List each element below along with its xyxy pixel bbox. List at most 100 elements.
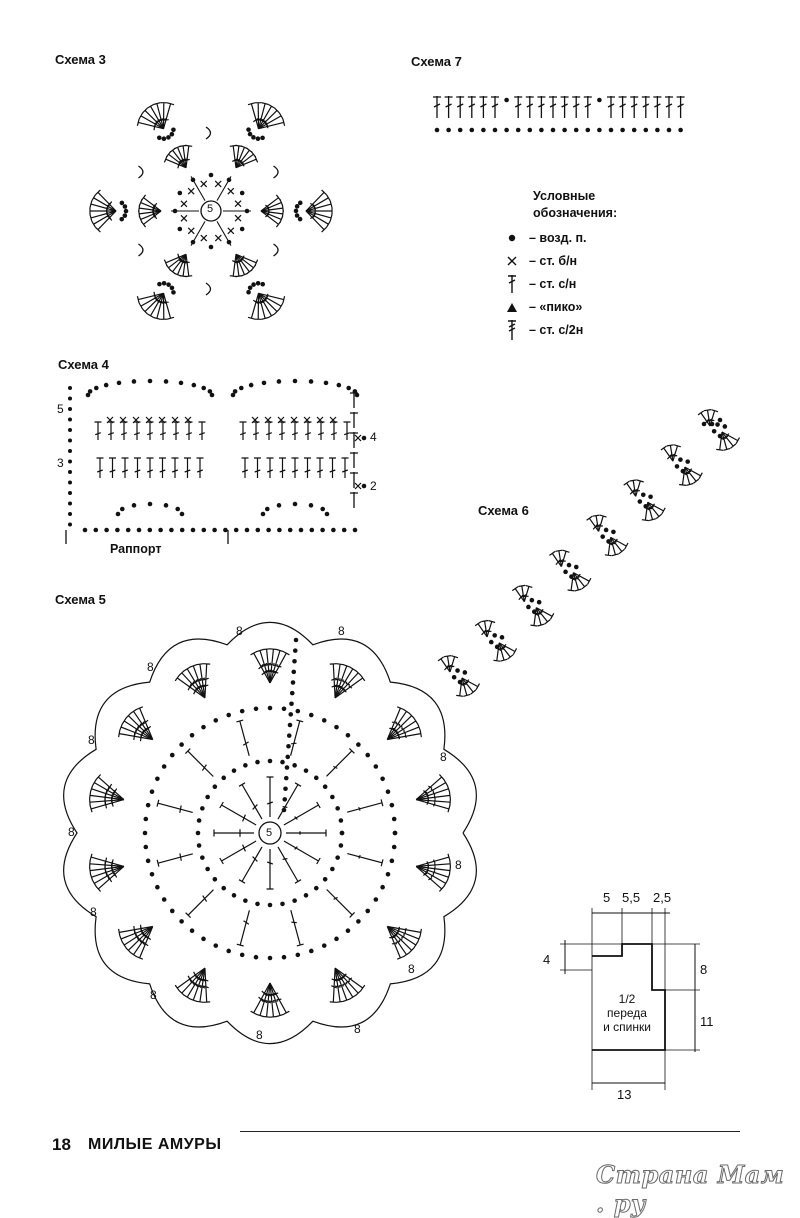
- stitch-mark: [304, 457, 311, 478]
- stitch-mark: [416, 798, 451, 806]
- chain-stitch-mark: [68, 428, 72, 432]
- stitch-mark: [96, 457, 104, 478]
- petal-count-label: 8: [256, 1028, 263, 1042]
- stitch-mark: [89, 864, 124, 875]
- petal-count-label: 8: [408, 962, 415, 976]
- chain-stitch-mark: [179, 919, 184, 924]
- arc-mark: [273, 243, 279, 257]
- chain-stitch-mark: [391, 816, 397, 822]
- stitch-mark: [493, 642, 502, 662]
- stitch-mark: [119, 925, 153, 943]
- pattern-caption-line3: и спинки: [603, 1020, 651, 1034]
- stitch-mark: [159, 457, 166, 478]
- stitch-mark: [416, 785, 451, 801]
- stitch-mark: [679, 467, 688, 486]
- chain-stitch-mark: [283, 786, 288, 792]
- chain-stitch-mark: [321, 718, 327, 723]
- chain-stitch-mark: [166, 282, 171, 287]
- stitch-mark: [202, 968, 211, 1003]
- stitch-mark: [334, 967, 351, 1002]
- stitch-mark: [334, 666, 357, 699]
- stitch-mark: [387, 925, 422, 936]
- double-crochet-mark: [630, 96, 639, 118]
- chain-stitch-mark: [221, 885, 227, 891]
- stitch-mark: [189, 967, 206, 1002]
- legend-item-double-crochet: – ст. с/н: [505, 272, 655, 295]
- stitch-mark: [229, 254, 239, 278]
- picot-icon: [507, 302, 517, 312]
- stitch-mark: [178, 670, 206, 699]
- pattern-dim-bottom: 13: [617, 1087, 632, 1102]
- stitch-mark: [184, 748, 214, 777]
- chain-stitch-mark: [380, 776, 385, 782]
- stitch-mark: [250, 650, 271, 684]
- single-crochet-icon: [507, 256, 517, 265]
- chain-stitch-mark: [308, 379, 314, 384]
- chain-stitch-mark: [251, 282, 256, 287]
- stitch-mark: [162, 102, 175, 129]
- stitch-mark: [159, 421, 167, 440]
- chain-stitch-mark: [446, 127, 451, 133]
- chain-stitch-mark: [308, 948, 314, 954]
- stitch-mark: [140, 194, 162, 212]
- chain-stitch-mark: [169, 752, 175, 758]
- chain-stitch-mark: [209, 392, 215, 398]
- legend-item-double-treble: – ст. с/2н: [505, 318, 655, 341]
- stitch-mark: [560, 549, 570, 567]
- double-crochet-mark: [514, 96, 523, 118]
- chain-stitch-mark: [161, 280, 167, 286]
- stitch-mark: [305, 200, 333, 212]
- chain-stitch-mark: [462, 670, 468, 675]
- chain-stitch-mark: [515, 127, 521, 133]
- scheme-7-edging: [433, 96, 685, 133]
- chain-stitch-mark: [122, 204, 128, 209]
- chain-stitch-mark: [201, 724, 206, 730]
- single-crochet-mark: [187, 187, 195, 195]
- stitch-mark: [461, 677, 477, 695]
- chain-stitch-mark: [239, 226, 245, 232]
- petal-count-label: 8: [68, 825, 75, 839]
- stitch-mark: [304, 421, 312, 440]
- chain-stitch-mark: [201, 936, 206, 942]
- stitch-mark: [330, 421, 338, 440]
- chain-stitch-mark: [313, 775, 319, 781]
- stitch-mark: [269, 648, 284, 684]
- double-crochet-mark: [467, 96, 476, 118]
- scheme-4-row-label-4: 4: [370, 430, 377, 444]
- chain-stitch-mark: [226, 239, 232, 245]
- chain-stitch-mark: [212, 876, 218, 882]
- chain-stitch-mark: [149, 871, 155, 877]
- stitch-mark: [671, 444, 681, 462]
- chain-stitch-mark: [267, 758, 273, 764]
- stitch-mark: [238, 846, 263, 884]
- single-crochet-mark: [200, 234, 208, 242]
- stitch-mark: [334, 967, 366, 992]
- single-crochet-mark: [200, 180, 208, 188]
- stitch-mark: [107, 421, 115, 440]
- petal-count-label: 8: [147, 660, 154, 674]
- chain-stitch-mark: [189, 732, 195, 738]
- scheme-4-row-label-3: 3: [57, 456, 64, 470]
- chain-stitch-mark: [212, 784, 218, 790]
- single-crochet-mark: [303, 416, 311, 424]
- stitch-mark: [535, 607, 551, 625]
- chain-stitch-mark: [239, 708, 245, 714]
- chain-stitch-mark: [200, 855, 205, 860]
- single-crochet-mark: [234, 214, 242, 222]
- chain-stitch-mark: [504, 97, 509, 103]
- chain-stitch-mark: [267, 705, 273, 711]
- chain-stitch-mark: [253, 954, 259, 960]
- chain-stitch-mark: [331, 527, 336, 533]
- chain-stitch-mark: [294, 213, 300, 218]
- stitch-mark: [291, 421, 299, 440]
- stitch-mark: [416, 853, 451, 867]
- chain-stitch-mark: [288, 712, 294, 717]
- chain-stitch-mark: [434, 127, 440, 133]
- chain-stitch-mark: [701, 421, 707, 427]
- stitch-mark: [334, 967, 357, 1000]
- stitch-mark: [305, 210, 328, 233]
- scheme-4-row-label-2: 2: [370, 479, 377, 493]
- chain-stitch-mark: [365, 908, 371, 914]
- chain-stitch-mark: [303, 768, 309, 773]
- stitch-mark: [290, 910, 304, 947]
